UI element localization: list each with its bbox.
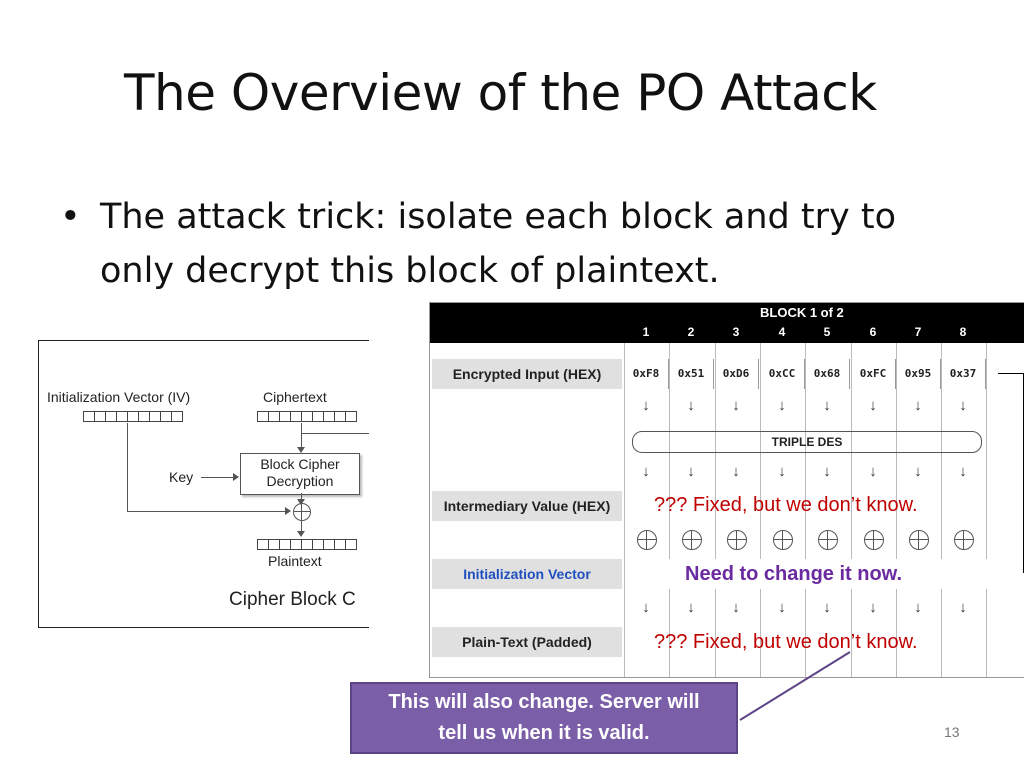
xor-icon (818, 530, 838, 550)
arrow-down-icon: ↓ (687, 397, 695, 414)
cbc-diagram: Initialization Vector (IV) Ciphertext Bl… (38, 340, 369, 628)
callout-box: This will also change. Server will tell … (350, 682, 738, 754)
grid-line (624, 343, 625, 677)
grid-line (669, 343, 671, 677)
column-header: 5 (823, 325, 831, 339)
column-header: 4 (778, 325, 786, 339)
arrow-down-icon: ↓ (778, 599, 786, 616)
row-label-intermediary: Intermediary Value (HEX) (432, 491, 622, 521)
column-header: 1 (642, 325, 650, 339)
hex-cell: 0xFC (851, 359, 896, 389)
grid-line (986, 343, 988, 677)
arrow-down-icon: ↓ (869, 397, 877, 414)
hex-cell: 0xD6 (714, 359, 759, 389)
xor-icon (727, 530, 747, 550)
xor-icon (773, 530, 793, 550)
arrow-down-icon: ↓ (914, 463, 922, 480)
arrow-down-icon: ↓ (642, 397, 650, 414)
grid-line (941, 343, 943, 677)
callout-line-1: This will also change. Server will (388, 691, 700, 713)
hex-cell: 0xF8 (624, 359, 669, 389)
arrow-down-icon: ↓ (959, 463, 967, 480)
arrow-down-icon: ↓ (687, 463, 695, 480)
block-title: BLOCK 1 of 2 (760, 305, 844, 320)
row-label-plaintext: Plain-Text (Padded) (432, 627, 622, 657)
row-label-encrypted-input: Encrypted Input (HEX) (432, 359, 622, 389)
hex-cell: 0x95 (896, 359, 941, 389)
grid-line (805, 343, 807, 677)
arrow-down-icon: ↓ (914, 599, 922, 616)
column-header: 2 (687, 325, 695, 339)
ciphertext-label: Ciphertext (263, 389, 327, 405)
column-header: 7 (914, 325, 922, 339)
page-number: 13 (944, 724, 960, 740)
grid-line (759, 343, 761, 677)
arrow-down-icon: ↓ (823, 463, 831, 480)
plaintext-label: Plaintext (268, 553, 322, 569)
hex-cell: 0x51 (669, 359, 714, 389)
note-iv: Need to change it now. (685, 563, 903, 585)
grid-line (850, 343, 852, 677)
arrow-down-icon: ↓ (959, 397, 967, 414)
arrow-down-icon: ↓ (732, 599, 740, 616)
ciphertext-cells (257, 411, 357, 422)
iv-cells (83, 411, 183, 422)
arrow-down-icon: ↓ (869, 463, 877, 480)
xor-icon (637, 530, 657, 550)
iv-label: Initialization Vector (IV) (47, 389, 191, 405)
key-label: Key (169, 469, 194, 485)
row-label-iv: Initialization Vector (432, 559, 622, 589)
bullet-text: The attack trick: isolate each block and… (100, 197, 896, 291)
bullet-dot-icon: • (60, 197, 81, 237)
xor-icon (864, 530, 884, 550)
arrow-down-icon: ↓ (732, 463, 740, 480)
arrow-down-icon: ↓ (778, 397, 786, 414)
callout-pointer-line (739, 651, 851, 721)
table-header: BLOCK 1 of 2 1 2 3 4 5 6 7 8 (430, 303, 1024, 343)
arrow-down-icon: ↓ (687, 599, 695, 616)
hex-cell: 0x68 (805, 359, 850, 389)
arrow-down-icon: ↓ (959, 599, 967, 616)
triple-des-bar: TRIPLE DES (632, 431, 982, 453)
arrow-down-icon: ↓ (642, 599, 650, 616)
column-header: 8 (959, 325, 967, 339)
arrow-down-icon: ↓ (823, 397, 831, 414)
arrow-down-icon: ↓ (778, 463, 786, 480)
arrow-down-icon: ↓ (914, 397, 922, 414)
arrow-down-icon: ↓ (732, 397, 740, 414)
iv-row-bg (626, 559, 988, 589)
grid-line (895, 343, 897, 677)
note-plaintext: ??? Fixed, but we don’t know. (654, 631, 918, 653)
diagram-caption: Cipher Block C (229, 589, 356, 610)
arrow-down-icon: ↓ (869, 599, 877, 616)
arrow-down-icon: ↓ (642, 463, 650, 480)
block-cipher-label: Block Cipher (260, 456, 340, 472)
plaintext-cells (257, 539, 357, 550)
padding-oracle-table: BLOCK 1 of 2 1 2 3 4 5 6 7 8 Encrypted Input (H… (429, 302, 1024, 678)
hex-cell: 0xCC (760, 359, 805, 389)
column-header: 3 (732, 325, 740, 339)
hex-cell: 0x37 (941, 359, 986, 389)
grid-line (714, 343, 716, 677)
arrow-down-icon: ↓ (823, 599, 831, 616)
block-cipher-decryption-box: Block Cipher Decryption (240, 453, 360, 495)
xor-icon (682, 530, 702, 550)
callout-line-2: tell us when it is valid. (438, 722, 650, 744)
column-header: 6 (869, 325, 877, 339)
decryption-label: Decryption (266, 473, 334, 489)
xor-icon (293, 503, 311, 521)
xor-icon (954, 530, 974, 550)
xor-icon (909, 530, 929, 550)
note-intermediary: ??? Fixed, but we don’t know. (654, 494, 918, 516)
slide-title: The Overview of the PO Attack (124, 64, 877, 122)
